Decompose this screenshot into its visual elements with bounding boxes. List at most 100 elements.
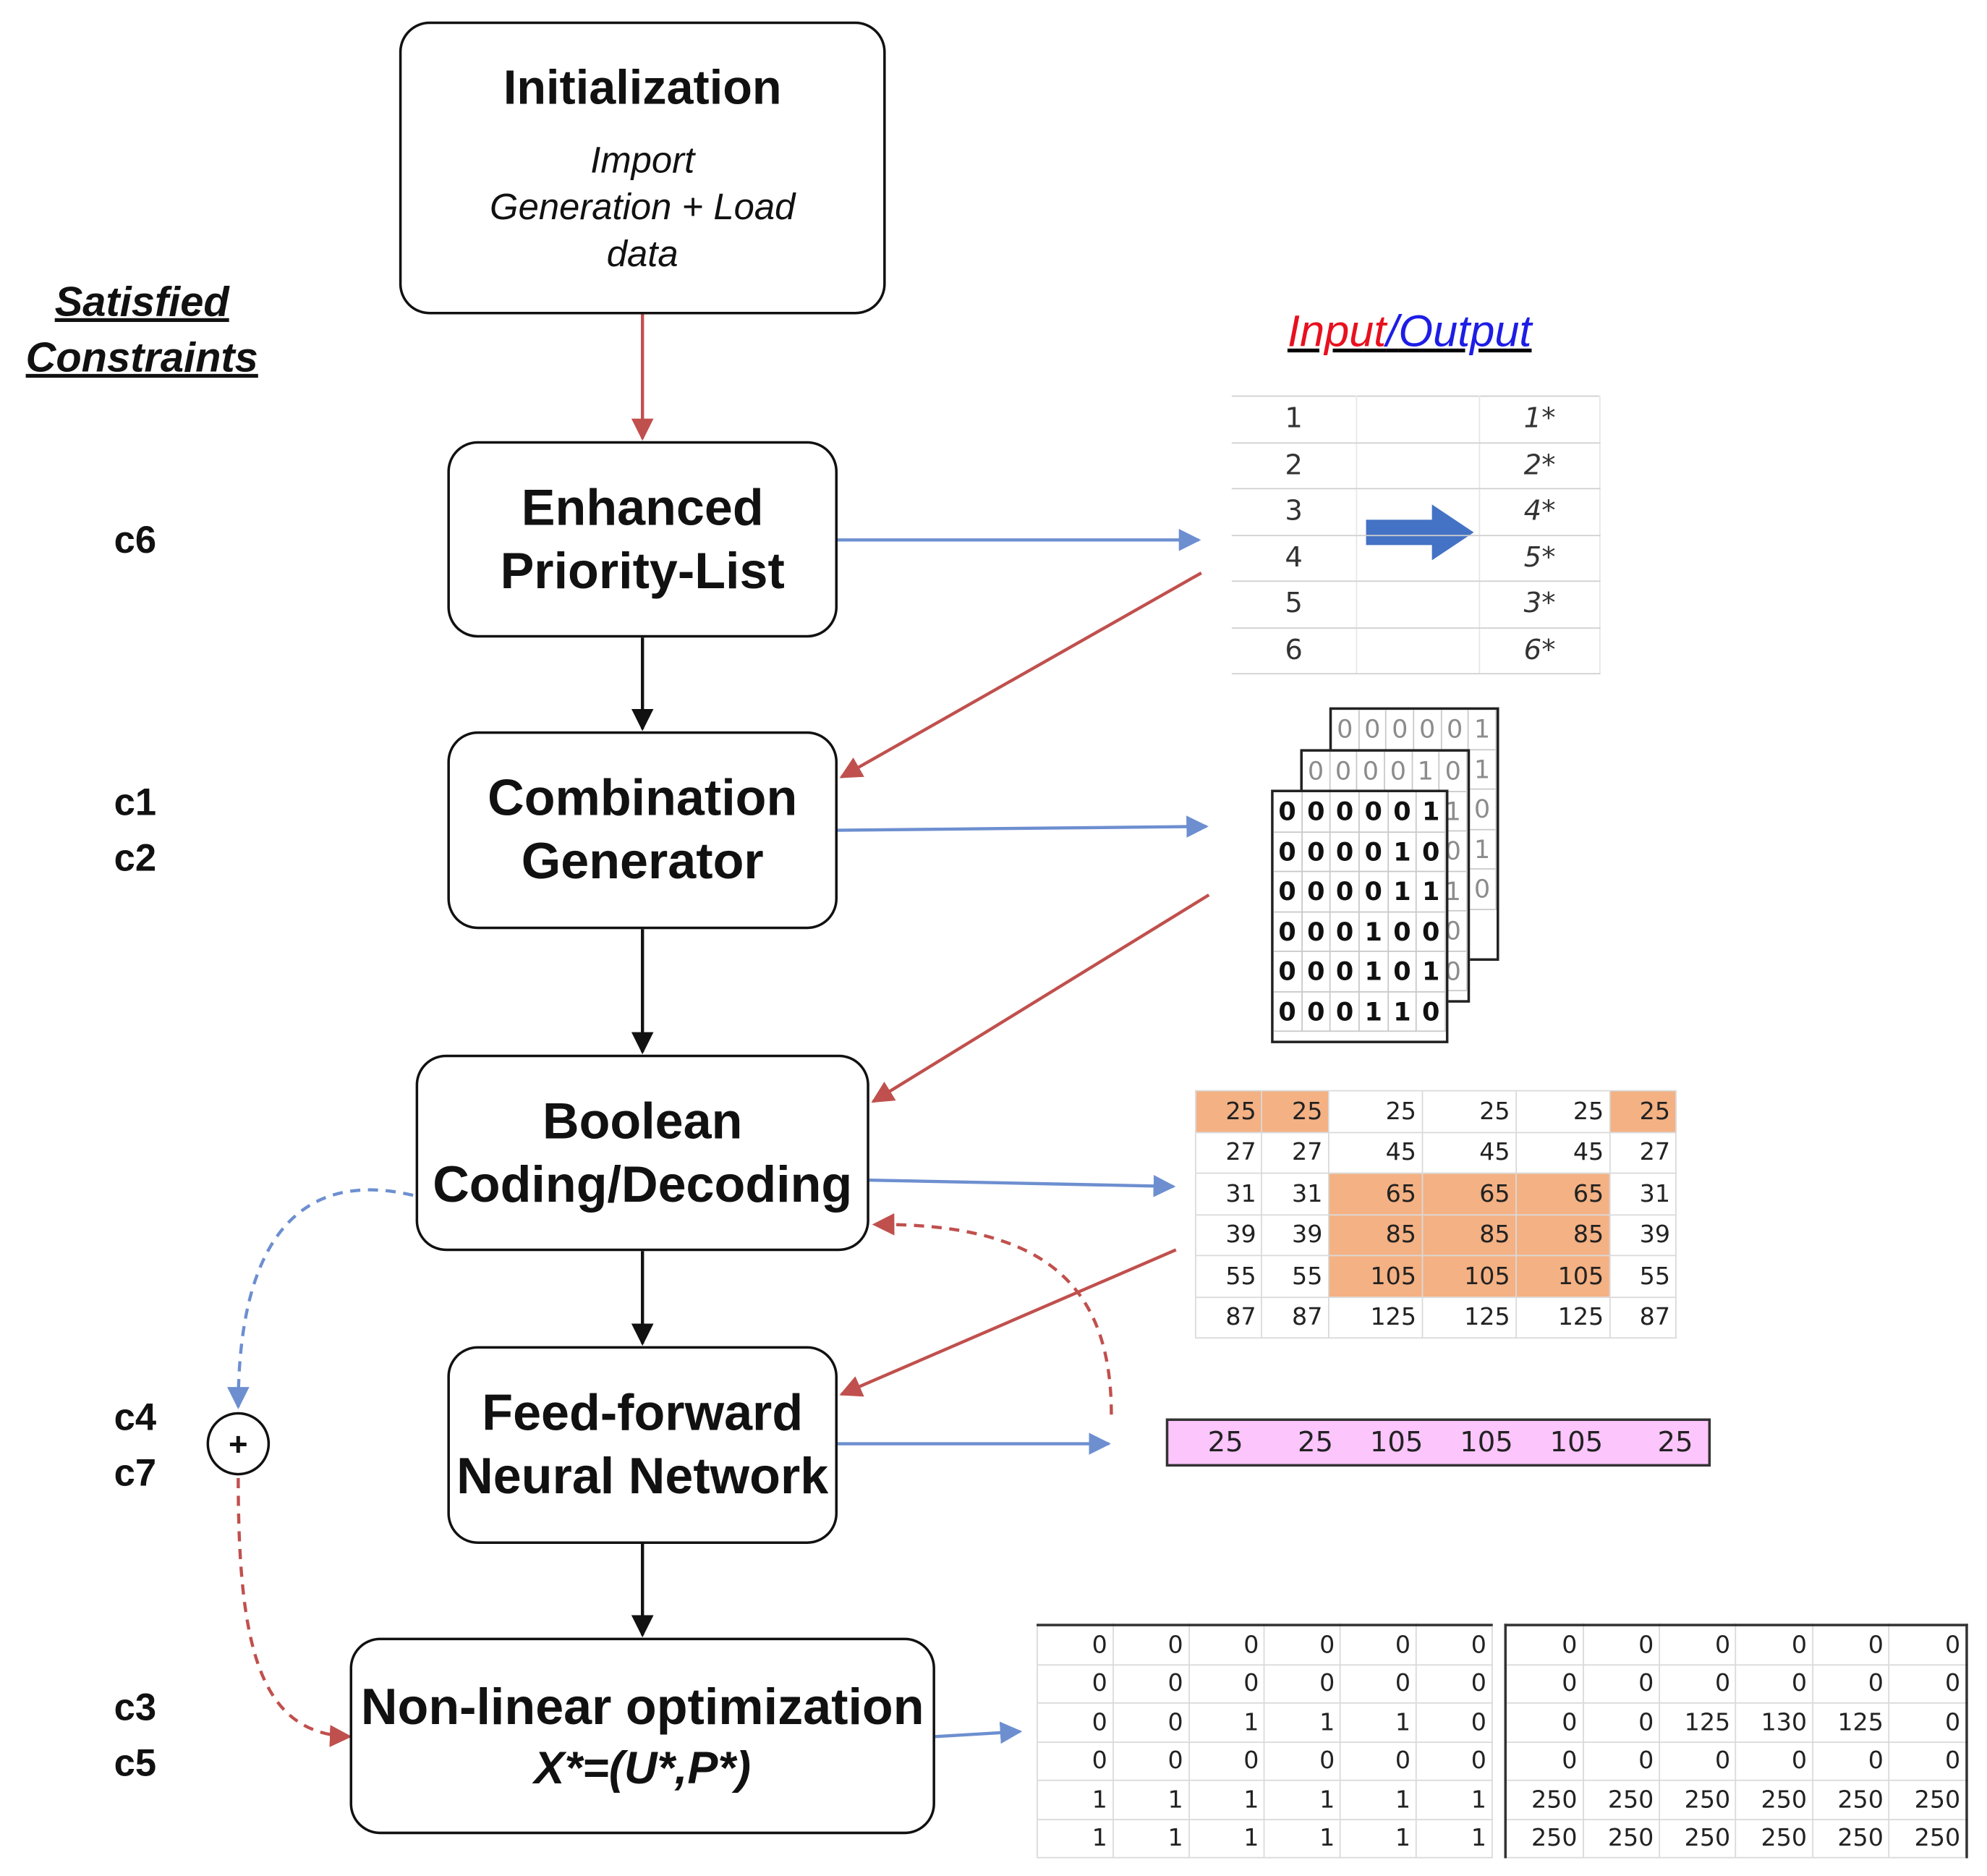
u-matrix-cell: 1 xyxy=(1264,1780,1342,1820)
u-matrix-cell: 0 xyxy=(1112,1625,1190,1665)
constraint-label: c1 xyxy=(114,782,157,824)
binary-front-cell: 1 xyxy=(1358,911,1389,952)
dashed-boolean-to-junction xyxy=(227,1188,414,1409)
priority-input-cell: 6 xyxy=(1231,627,1358,675)
p-matrix-cell: 250 xyxy=(1505,1819,1584,1859)
blue-arrow-nlo-out xyxy=(935,1721,1023,1744)
nn-output-value: 25 xyxy=(1207,1427,1243,1459)
binary-front-cell: 0 xyxy=(1330,991,1360,1032)
power-grid-cell: 105 xyxy=(1515,1255,1610,1298)
u-matrix-cell: 1 xyxy=(1112,1780,1190,1820)
p-matrix-cell: 0 xyxy=(1889,1664,1967,1704)
nn-output-value: 25 xyxy=(1657,1427,1693,1459)
dashed-feedback-ffnn-to-boolean xyxy=(872,1213,1113,1415)
power-grid-cell: 87 xyxy=(1609,1296,1677,1339)
input-output-label: Input/Output xyxy=(1288,307,1532,357)
nonlinear-optimization-box: Non-linear optimization X*=(U*,P*) xyxy=(349,1637,935,1835)
initialization-subtitle-line: Generation + Load xyxy=(490,187,796,229)
power-grid-cell: 45 xyxy=(1515,1132,1610,1174)
boolean-coding-box: Boolean Coding/Decoding xyxy=(415,1054,869,1252)
binary-front-cell: 1 xyxy=(1358,951,1389,992)
binary-front-cell: 0 xyxy=(1416,831,1446,873)
u-matrix-cell: 0 xyxy=(1037,1702,1114,1743)
binary-middle-cell: 0 xyxy=(1329,751,1358,792)
boolean-title-line: Boolean xyxy=(542,1093,743,1150)
combination-title-line: Combination xyxy=(488,771,798,827)
binary-front-cell: 0 xyxy=(1273,991,1303,1032)
u-matrix-cell: 1 xyxy=(1416,1819,1493,1859)
power-grid-cell: 55 xyxy=(1195,1255,1263,1298)
power-grid-cell: 45 xyxy=(1421,1132,1517,1174)
binary-front-cell: 1 xyxy=(1416,951,1446,992)
power-grid-cell: 65 xyxy=(1328,1173,1423,1215)
u-matrix-cell: 0 xyxy=(1416,1741,1493,1781)
binary-front-cell: 0 xyxy=(1301,991,1332,1032)
u-matrix-cell: 0 xyxy=(1416,1702,1493,1743)
p-matrix-cell: 0 xyxy=(1583,1664,1661,1704)
p-matrix-cell: 0 xyxy=(1505,1625,1584,1665)
u-matrix-cell: 0 xyxy=(1416,1664,1493,1704)
u-matrix-cell: 0 xyxy=(1037,1741,1114,1781)
binary-back-cell: 0 xyxy=(1413,710,1442,750)
binary-front-cell: 1 xyxy=(1416,792,1446,833)
u-matrix-cell: 1 xyxy=(1112,1819,1190,1859)
u-matrix-cell: 1 xyxy=(1340,1702,1417,1743)
constraint-label: c3 xyxy=(114,1686,157,1729)
binary-front-cell: 1 xyxy=(1387,991,1418,1032)
dashed-junction-to-nlo xyxy=(237,1477,352,1747)
constraints-heading: Satisfied Constraints xyxy=(10,273,273,385)
power-grid-cell: 85 xyxy=(1515,1214,1610,1257)
binary-back-cell: 0 xyxy=(1358,710,1387,750)
binary-front-cell: 0 xyxy=(1416,911,1446,952)
u-matrix-cell: 0 xyxy=(1112,1664,1190,1704)
power-grid-cell: 25 xyxy=(1609,1090,1677,1133)
p-matrix-cell: 0 xyxy=(1812,1625,1890,1665)
binary-middle-cell: 0 xyxy=(1439,751,1468,792)
power-grid-cell: 85 xyxy=(1328,1214,1423,1257)
boolean-title-line: Coding/Decoding xyxy=(433,1156,853,1213)
binary-front-cell: 0 xyxy=(1358,792,1389,833)
binary-front-cell: 0 xyxy=(1301,792,1332,833)
binary-front-cell: 0 xyxy=(1358,871,1389,912)
u-matrix-cell: 0 xyxy=(1112,1741,1190,1781)
power-grid-cell: 105 xyxy=(1421,1255,1517,1298)
binary-back-cell: 0 xyxy=(1468,869,1497,910)
p-matrix-cell: 0 xyxy=(1583,1741,1661,1781)
p-matrix-cell: 0 xyxy=(1736,1664,1813,1704)
priority-input-cell: 3 xyxy=(1231,488,1358,536)
nlo-title: Non-linear optimization xyxy=(360,1678,924,1735)
priority-output-cell: 1* xyxy=(1479,396,1601,443)
power-grid-cell: 39 xyxy=(1609,1214,1677,1257)
u-matrix-cell: 0 xyxy=(1264,1741,1342,1781)
binary-front-cell: 0 xyxy=(1301,831,1332,873)
binary-middle-cell: 1 xyxy=(1411,751,1440,792)
nn-output-value: 105 xyxy=(1369,1427,1424,1459)
priority-spacer-cell xyxy=(1356,581,1481,629)
summing-junction-icon: + xyxy=(206,1412,271,1476)
binary-front-cell: 0 xyxy=(1387,951,1418,992)
binary-front-cell: 1 xyxy=(1416,871,1446,912)
binary-front-cell: 0 xyxy=(1273,951,1303,992)
u-matrix-cell: 1 xyxy=(1264,1702,1342,1743)
